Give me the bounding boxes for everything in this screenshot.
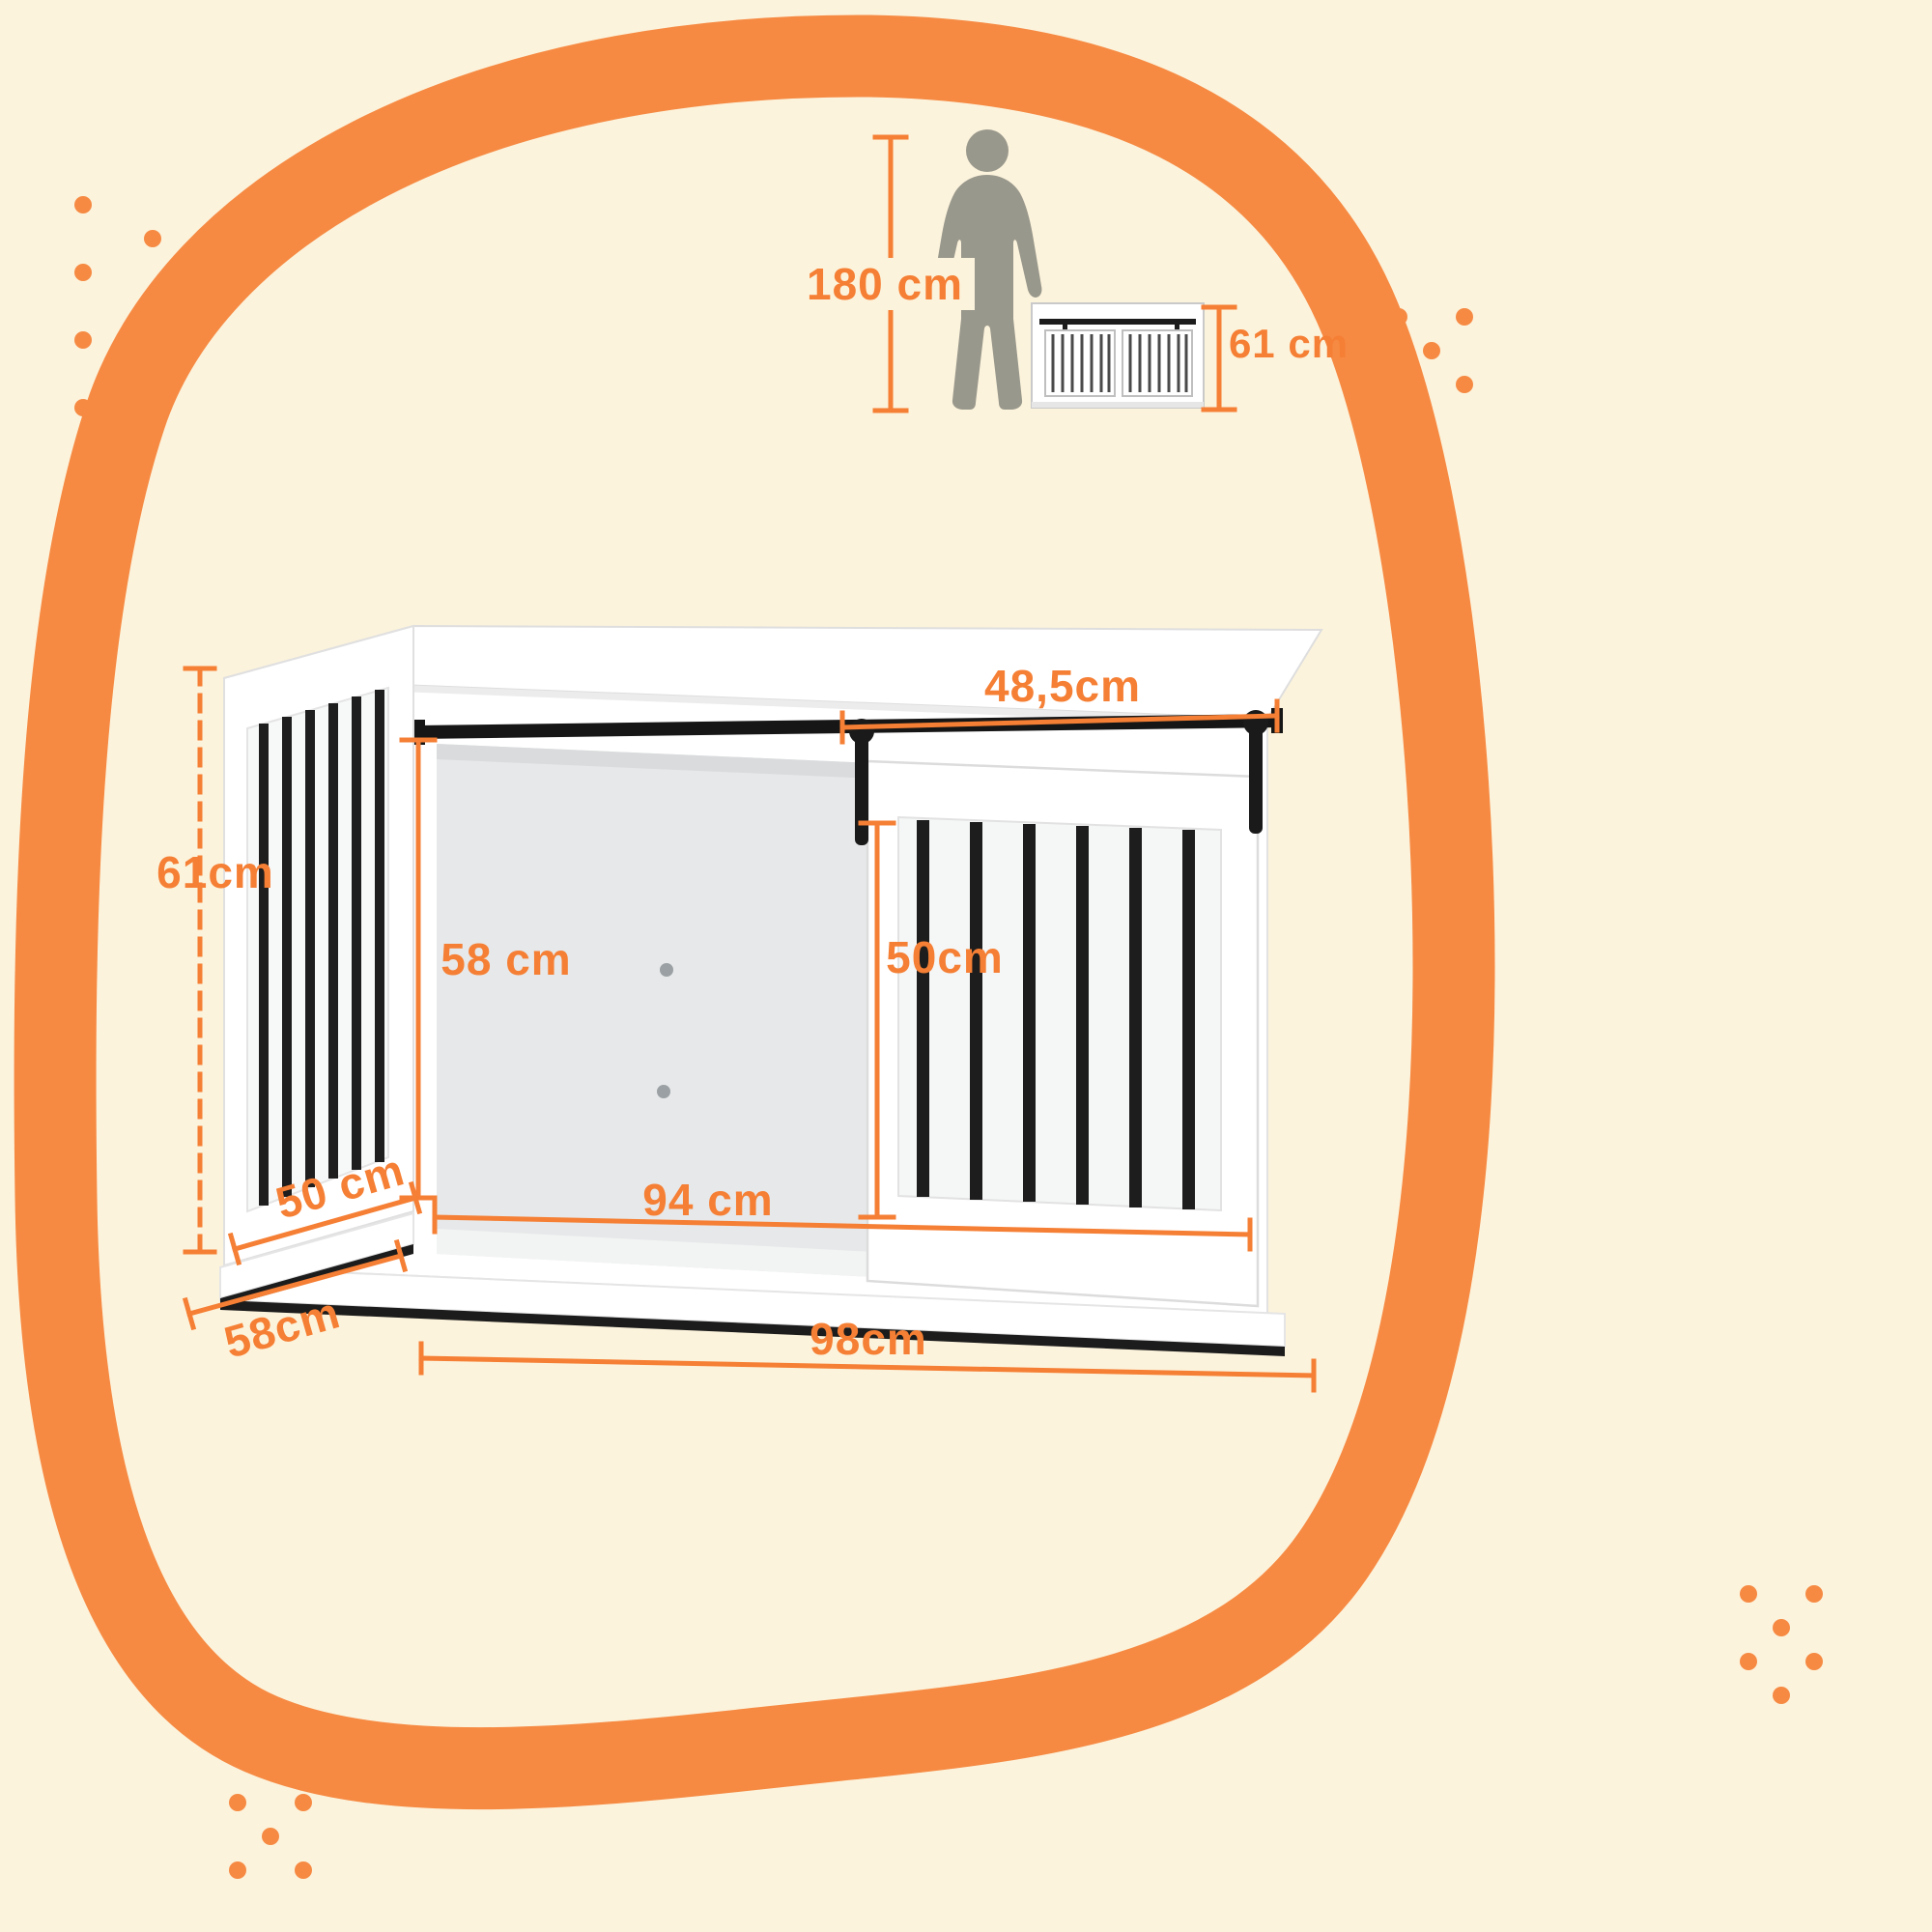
crate-base — [219, 1211, 1286, 1356]
dots-pattern-bottom-left — [229, 1794, 312, 1879]
dimension-line-overall-width — [418, 1341, 1317, 1393]
dimension-label-door-width: 48,5cm — [983, 661, 1142, 711]
human-silhouette — [932, 129, 1042, 410]
dimension-line-thumbnail-height — [1201, 304, 1237, 412]
label-thumbnail-height: 61 cm — [1228, 321, 1350, 366]
dimension-label-overall-width: 98cm — [810, 1314, 927, 1364]
dots-pattern-right — [1390, 308, 1473, 393]
dog-crate-illustration — [219, 624, 1323, 1356]
dimension-line-door-width — [839, 698, 1280, 745]
door-bars — [917, 820, 1195, 1209]
crate-thumbnail — [1031, 302, 1205, 409]
dimension-line-overall-height-ticks — [183, 666, 217, 1255]
dimension-line-interior-width — [432, 1200, 1253, 1252]
vent-hole — [660, 963, 673, 977]
crate-left-panel — [223, 624, 414, 1267]
decorative-ring — [14, 14, 1495, 1810]
vent-hole — [657, 1085, 670, 1098]
dimension-label-door-opening-height: 50cm — [886, 932, 1004, 982]
dimension-label-interior-width: 94 cm — [642, 1175, 774, 1225]
left-panel-bars — [259, 690, 384, 1206]
dimension-label-interior-height: 58 cm — [440, 934, 572, 984]
dots-pattern-top-left — [74, 196, 161, 416]
dimension-line-overall-depth — [182, 1238, 409, 1331]
dimension-line-interior-depth — [227, 1180, 423, 1266]
dimension-label-overall-height: 61cm — [156, 847, 274, 897]
sliding-door — [866, 759, 1260, 1308]
crate-interior — [437, 744, 874, 1277]
label-human-height: 180 cm — [794, 258, 976, 310]
dots-pattern-bottom-right — [1740, 1585, 1823, 1704]
dimension-line-door-opening-height — [858, 820, 896, 1220]
